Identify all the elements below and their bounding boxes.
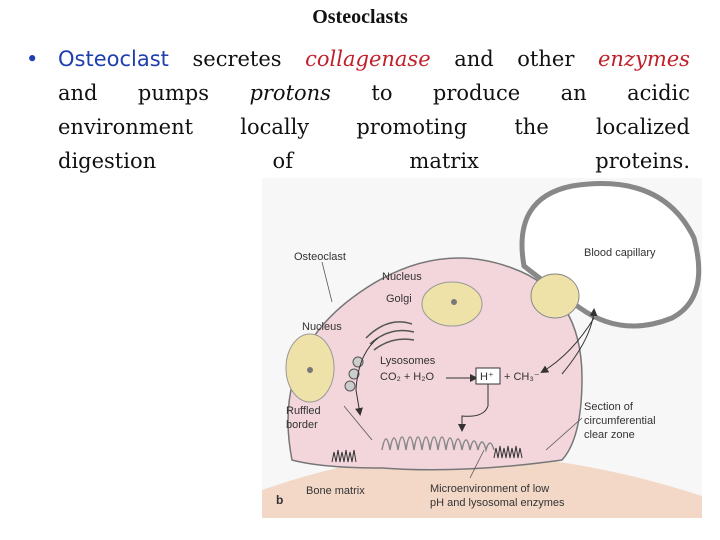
word-to: to [371, 81, 393, 105]
word-promoting: promoting [356, 115, 468, 139]
nucleolus-left [307, 367, 313, 373]
label-nucleus-left: Nucleus [302, 321, 342, 333]
ruffled-border-shape [381, 436, 495, 453]
word-osteoclast: Osteoclast [58, 47, 169, 71]
lysosome-2 [348, 368, 360, 380]
label-lysosomes: Lysosomes [380, 355, 436, 367]
word-environment: environment [58, 115, 194, 139]
golgi-arc-3 [373, 338, 415, 351]
word-protons: protons [249, 81, 331, 105]
word-enzymes: enzymes [597, 47, 690, 71]
osteoclast-cell-shape [287, 257, 583, 471]
label-section-3: clear zone [584, 429, 635, 441]
proton-arrow [458, 384, 489, 432]
word-localized: localized [595, 115, 690, 139]
word-collagenase: collagenase [305, 47, 431, 71]
word-the: the [514, 115, 549, 139]
golgi-arc-1 [365, 321, 413, 339]
label-golgi: Golgi [386, 293, 412, 305]
word-and-2: and [58, 81, 98, 105]
nucleolus-top [451, 299, 457, 305]
label-micro-1: Microenvironment of low [430, 483, 549, 495]
bullet-dot: • [26, 47, 39, 71]
bullet-line-2: and pumps protons to produce an acidic [58, 76, 690, 110]
bullet-line-1: Osteoclast secretes collagenase and othe… [58, 42, 690, 76]
golgi-arc-2 [369, 329, 415, 345]
word-produce: produce [432, 81, 521, 105]
osteoclast-diagram: Osteoclast Nucleus Golgi Nucleus Lysosom… [262, 178, 702, 518]
leader-osteoclast [321, 261, 333, 303]
bullet-line-4: digestion of matrix proteins. [58, 149, 690, 173]
bullet-line-3: environment locally promoting the locali… [58, 110, 690, 144]
clear-zone-right [493, 445, 523, 459]
from-capillary-arrow [540, 317, 595, 374]
leader-microenvironment [469, 449, 485, 479]
bone-matrix-shape [262, 453, 702, 518]
label-bone-matrix: Bone matrix [306, 485, 365, 497]
leader-ruffled [343, 405, 373, 441]
label-reaction-right: + CH₃⁻ [504, 371, 540, 383]
bullet-paragraph: • Osteoclast secretes collagenase and ot… [26, 42, 690, 178]
label-nucleus-top: Nucleus [382, 271, 422, 283]
word-acidic: acidic [627, 81, 690, 105]
to-capillary-arrow [561, 308, 598, 375]
h-plus-box [475, 367, 501, 385]
label-ruffled-2: border [286, 419, 318, 431]
label-h-plus: H⁺ [480, 371, 494, 383]
label-reaction-left: CO₂ + H₂O [380, 371, 435, 383]
label-section-1: Section of [584, 401, 634, 413]
word-secretes: secretes [192, 47, 282, 71]
slide-title: Osteoclasts [312, 6, 408, 28]
word-other: other [517, 47, 575, 71]
label-section-2: circumferential [584, 415, 656, 427]
label-osteoclast: Osteoclast [294, 251, 346, 263]
label-blood-capillary: Blood capillary [584, 247, 656, 259]
clear-zone-left [331, 449, 357, 463]
capillary-nucleus-shape [530, 273, 580, 319]
label-ruffled-1: Ruffled [286, 405, 321, 417]
lysosome-arrow [355, 337, 379, 416]
label-micro-2: pH and lysosomal enzymes [430, 497, 565, 509]
word-locally: locally [240, 115, 310, 139]
lysosome-3 [344, 380, 356, 392]
label-panel-letter: b [276, 493, 283, 507]
word-and: and [454, 47, 494, 71]
leader-clear-zone [545, 417, 583, 451]
word-pumps: pumps [137, 81, 210, 105]
word-an: an [560, 81, 587, 105]
